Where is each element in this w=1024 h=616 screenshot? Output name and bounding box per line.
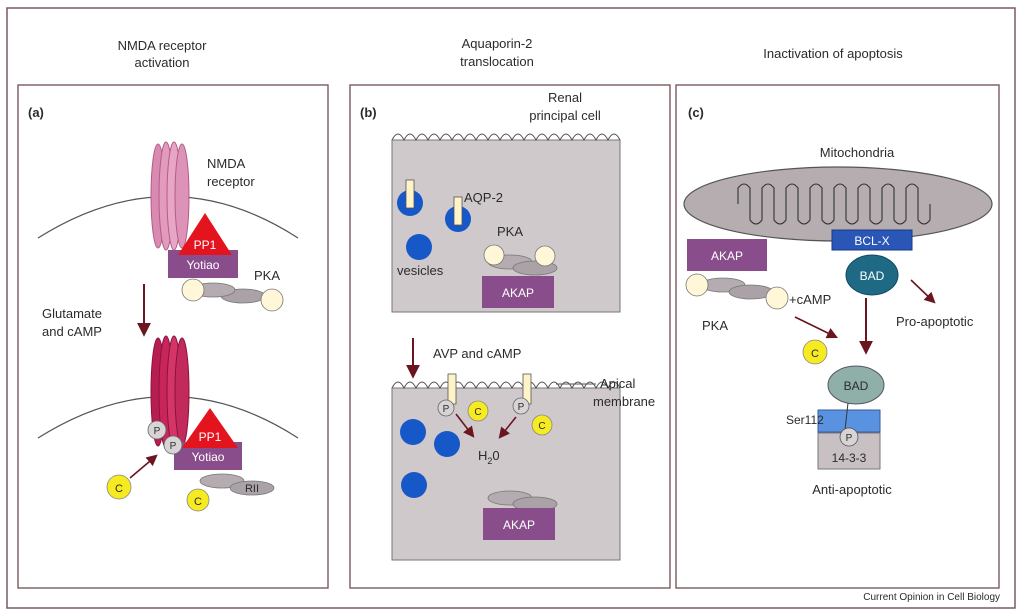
- pp1-top-label: PP1: [194, 238, 217, 252]
- ywhaz-label: 14-3-3: [832, 451, 867, 465]
- pka-b-bottom: [487, 490, 558, 512]
- aqp2-channel-1: [405, 179, 415, 209]
- akap-b-bottom-label: AKAP: [503, 518, 535, 532]
- pp1-bottom-label: PP1: [199, 430, 222, 444]
- akap-b-bottom: [483, 508, 555, 540]
- rii-label: RII: [245, 483, 259, 495]
- catalytic-a-1-label: C: [115, 483, 123, 495]
- phospho-b-2: [512, 397, 530, 415]
- catalytic-b-1-label: C: [474, 407, 481, 418]
- panel-b: (b) Renal principal cell AQP-2 vesicles …: [349, 84, 671, 589]
- catalytic-a-2: [186, 488, 210, 512]
- catalytic-c-label: C: [811, 348, 819, 360]
- pka-c-label: PKA: [702, 318, 728, 333]
- col-c-title: Inactivation of apoptosis: [763, 46, 903, 61]
- bad-bound: [845, 254, 899, 296]
- panel-a-label: (a): [28, 105, 44, 120]
- vesicle-6: [401, 472, 427, 498]
- bclx: [831, 229, 913, 251]
- col-a-title-line2: activation: [135, 55, 190, 70]
- step-b-label: AVP and cAMP: [433, 346, 521, 361]
- ser112-label: Ser112: [786, 413, 824, 427]
- bad-free-label: BAD: [844, 379, 869, 393]
- col-b-title-line1: Aquaporin-2: [462, 36, 533, 51]
- col-a-title-line1: NMDA receptor: [118, 38, 208, 53]
- phospho-a-2: [163, 435, 183, 455]
- nmda-receptor-top: [150, 141, 190, 251]
- rii-subunits: [199, 473, 275, 496]
- panel-c-label: (c): [688, 105, 704, 120]
- panel-a: (a) NMDA receptor Yotiao PP1 PKA Glutama…: [17, 84, 329, 589]
- step-a-line2: and cAMP: [42, 324, 102, 339]
- membrane-label-line1: Apical: [600, 376, 636, 391]
- water-arrow-2: [498, 416, 517, 439]
- ser112-linker: [844, 402, 849, 431]
- yotiao-bottom-label: Yotiao: [192, 450, 225, 464]
- pka-b-label: PKA: [497, 224, 523, 239]
- step-a-line1: Glutamate: [42, 306, 102, 321]
- aqp2-label: AQP-2: [464, 190, 503, 205]
- vesicle-3: [406, 234, 432, 260]
- phospho-b-1-label: P: [443, 404, 450, 415]
- membrane-label-line2: membrane: [593, 394, 655, 409]
- panel-c-frame: [675, 84, 1000, 589]
- microvilli-top: [391, 133, 621, 142]
- phospho-b-1: [437, 399, 455, 417]
- catalytic-b-1: [467, 400, 489, 422]
- aqp2-channel-2: [453, 196, 463, 226]
- mito-label: Mitochondria: [820, 145, 895, 160]
- c-arrow-a: [129, 454, 158, 479]
- akap-c: [687, 239, 767, 271]
- nmda-receptor-active: [150, 335, 190, 449]
- bclx-label: BCL-X: [854, 234, 889, 248]
- akap-b-top-label: AKAP: [502, 286, 534, 300]
- phospho-a-1: [147, 420, 167, 440]
- panel-c: (c) Mitochondria AKAP PKA +cAMP C BCL-X …: [675, 84, 1000, 589]
- vesicles-label: vesicles: [397, 263, 444, 278]
- phospho-c-front: [839, 427, 859, 447]
- col-b-title-line2: translocation: [460, 54, 534, 69]
- vesicle-5: [434, 431, 460, 457]
- microvilli-bottom: [391, 381, 621, 390]
- bad-bound-label: BAD: [860, 269, 885, 283]
- camp-arrow: [794, 316, 839, 339]
- nmda-label-line2: receptor: [207, 174, 255, 189]
- bad-free: [827, 365, 885, 405]
- pka-c: [685, 273, 789, 310]
- water-label: H20: [478, 448, 500, 466]
- akap-b-top: [482, 276, 554, 308]
- pka-b-top: [483, 244, 558, 276]
- cell-label-line1: Renal: [548, 90, 582, 105]
- camp-label: +cAMP: [789, 292, 831, 307]
- phospho-b-2-label: P: [518, 402, 525, 413]
- panel-b-label: (b): [360, 105, 377, 120]
- phospho-a-2-label: P: [170, 441, 177, 452]
- pp1-top: [178, 213, 232, 255]
- catalytic-a-1: [106, 474, 132, 500]
- phospho-c-front-label: P: [846, 433, 853, 444]
- catalytic-a-2-label: C: [194, 496, 202, 508]
- phospho-a-1-label: P: [154, 426, 161, 437]
- aqp2-inserted-1: [447, 373, 457, 405]
- yotiao-top-label: Yotiao: [187, 258, 220, 272]
- akap-c-label: AKAP: [711, 249, 743, 263]
- catalytic-b-2-label: C: [538, 421, 545, 432]
- vesicle-4: [400, 419, 426, 445]
- pp1-bottom: [182, 408, 238, 448]
- anti-apoptotic-label: Anti-apoptotic: [812, 482, 892, 497]
- journal-credit: Current Opinion in Cell Biology: [863, 592, 1000, 603]
- pro-apoptotic-label: Pro-apoptotic: [896, 314, 974, 329]
- catalytic-b-2: [531, 414, 553, 436]
- nmda-label-line1: NMDA: [207, 156, 246, 171]
- cristae: [737, 183, 931, 225]
- pka-a-label: PKA: [254, 268, 280, 283]
- catalytic-c: [802, 339, 828, 365]
- water-arrow-1: [455, 413, 475, 438]
- pro-arrow: [910, 279, 936, 304]
- pka-top: [181, 278, 284, 312]
- cell-label-line2: principal cell: [529, 108, 601, 123]
